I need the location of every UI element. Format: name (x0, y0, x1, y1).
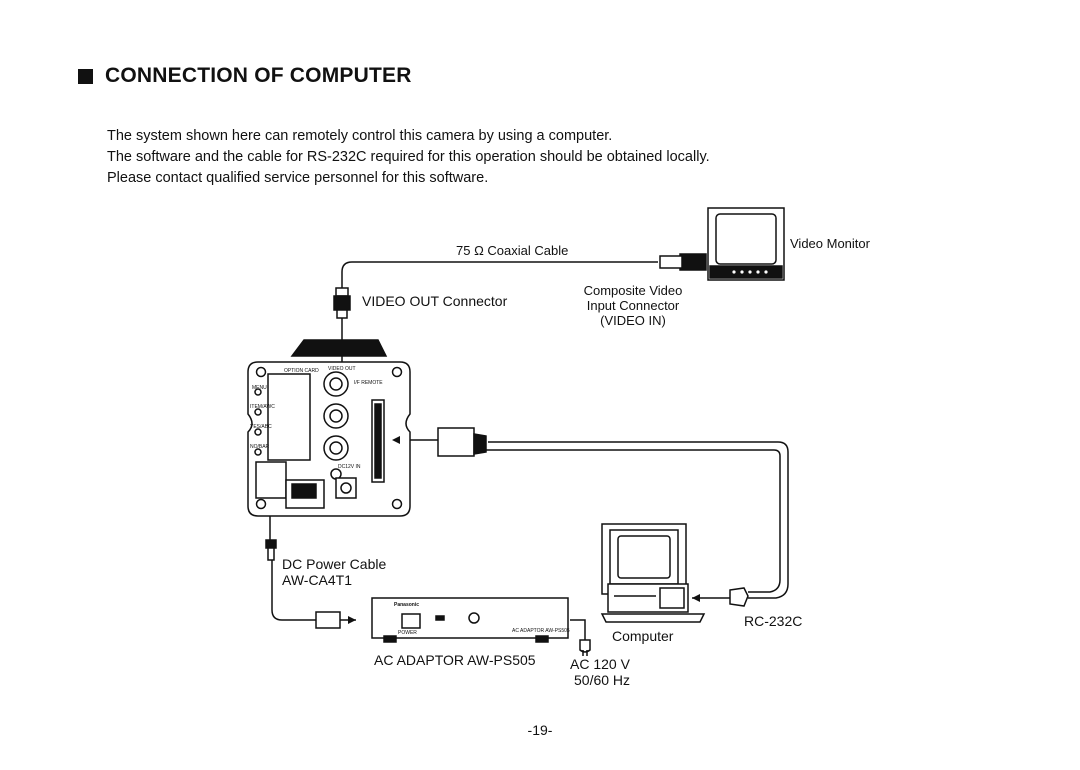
ac-adaptor-label: AC ADAPTOR AW-PS505 (374, 652, 536, 668)
ac-plug-icon (579, 639, 591, 656)
yes-abc-label: YES/ABC (250, 424, 272, 430)
adaptor-power-label: POWER (398, 630, 417, 636)
computer-label: Computer (612, 628, 674, 644)
item-awc-label: ITEM/AWC (250, 404, 275, 410)
adaptor-brand-label: Panasonic (394, 602, 419, 608)
if-remote-label: I/F REMOTE (354, 380, 383, 386)
coax-cable-label: 75 Ω Coaxial Cable (456, 243, 569, 258)
composite-line-1: Composite Video (583, 283, 683, 298)
video-monitor (659, 207, 785, 281)
title-text: CONNECTION OF COMPUTER (105, 64, 412, 87)
option-card-label: OPTION CARD (284, 368, 319, 374)
square-bullet-icon (78, 68, 93, 84)
bnc-connector-icon (333, 287, 351, 319)
video-out-connector-label: VIDEO OUT Connector (362, 293, 508, 309)
ac-adaptor (371, 597, 569, 643)
ac-voltage-label: AC 120 V (570, 656, 630, 672)
ac-frequency-label: 50/60 Hz (574, 672, 631, 688)
coaxial-cable (341, 261, 658, 292)
composite-line-3: (VIDEO IN) (600, 313, 666, 328)
intro-paragraph: The system shown here can remotely contr… (107, 126, 710, 189)
rs232c-computer-connector (729, 587, 749, 607)
video-monitor-label: Video Monitor (790, 236, 870, 251)
section-title: CONNECTION OF COMPUTER (78, 64, 412, 88)
computer (600, 523, 706, 623)
composite-line-2: Input Connector (586, 298, 680, 313)
page-number: -19- (527, 722, 553, 738)
dc-in-label: DC12V IN (338, 464, 361, 470)
composite-video-label: Composite Video Input Connector (VIDEO I… (566, 283, 700, 328)
video-out-label: VIDEO OUT (328, 366, 356, 372)
menu-label: MENU (252, 385, 267, 391)
dc-power-model-label: AW-CA4T1 (282, 572, 353, 588)
intro-line: Please contact qualified service personn… (107, 170, 489, 186)
rs232c-camera-connector (437, 427, 487, 457)
intro-line: The software and the cable for RS-232C r… (107, 149, 710, 165)
rc232c-label: RC-232C (744, 613, 803, 629)
adaptor-model-label: AC ADAPTOR AW-PS505 (512, 628, 570, 634)
intro-line: The system shown here can remotely contr… (107, 128, 613, 144)
dc-plug-icon (265, 539, 341, 629)
no-bar-label: NO/BAR (250, 444, 270, 450)
dc-power-cable-label: DC Power Cable (282, 556, 387, 572)
